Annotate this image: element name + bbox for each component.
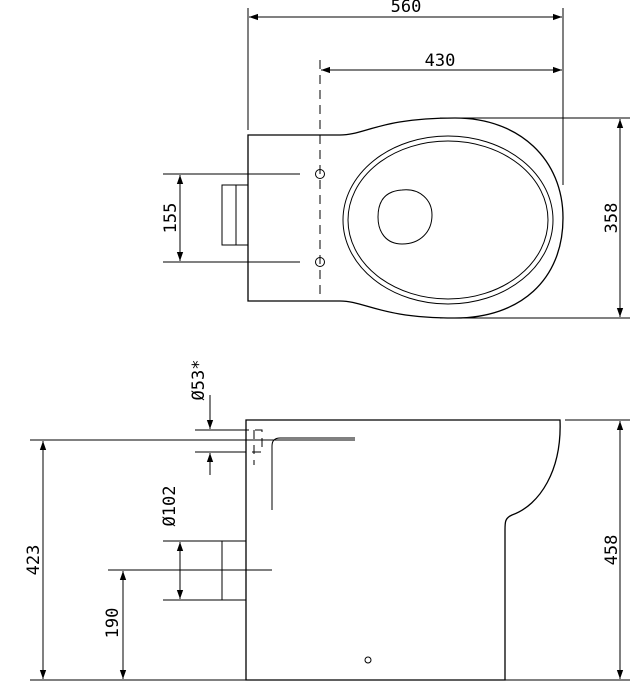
dim-overall-length: 560: [391, 0, 422, 17]
inlet-pipe-hidden: [240, 429, 263, 453]
bowl-outlet: [377, 189, 433, 245]
dim-width: 358: [602, 203, 622, 234]
plan-view: 560 430 358 155: [161, 0, 630, 319]
side-inner-wall: [271, 437, 355, 510]
plan-inlet-box: [221, 184, 248, 246]
plan-body-outline: [247, 117, 564, 319]
bowl-inner-rim: [347, 140, 549, 300]
dim-overall-height: 458: [602, 535, 622, 566]
dim-outlet-diameter: Ø102: [160, 486, 180, 527]
dim-inlet-height: 423: [24, 545, 44, 576]
side-view: Ø53* Ø102 423 190 458: [24, 360, 630, 681]
service-hole: [364, 656, 372, 664]
dim-inlet-diameter: Ø53*: [189, 360, 209, 401]
dim-outlet-height: 190: [103, 608, 123, 639]
dim-fixing-spacing: 155: [161, 203, 181, 234]
bowl-rim: [342, 135, 554, 305]
side-body-outline: [245, 419, 561, 681]
dim-fixing-to-front: 430: [425, 51, 456, 71]
